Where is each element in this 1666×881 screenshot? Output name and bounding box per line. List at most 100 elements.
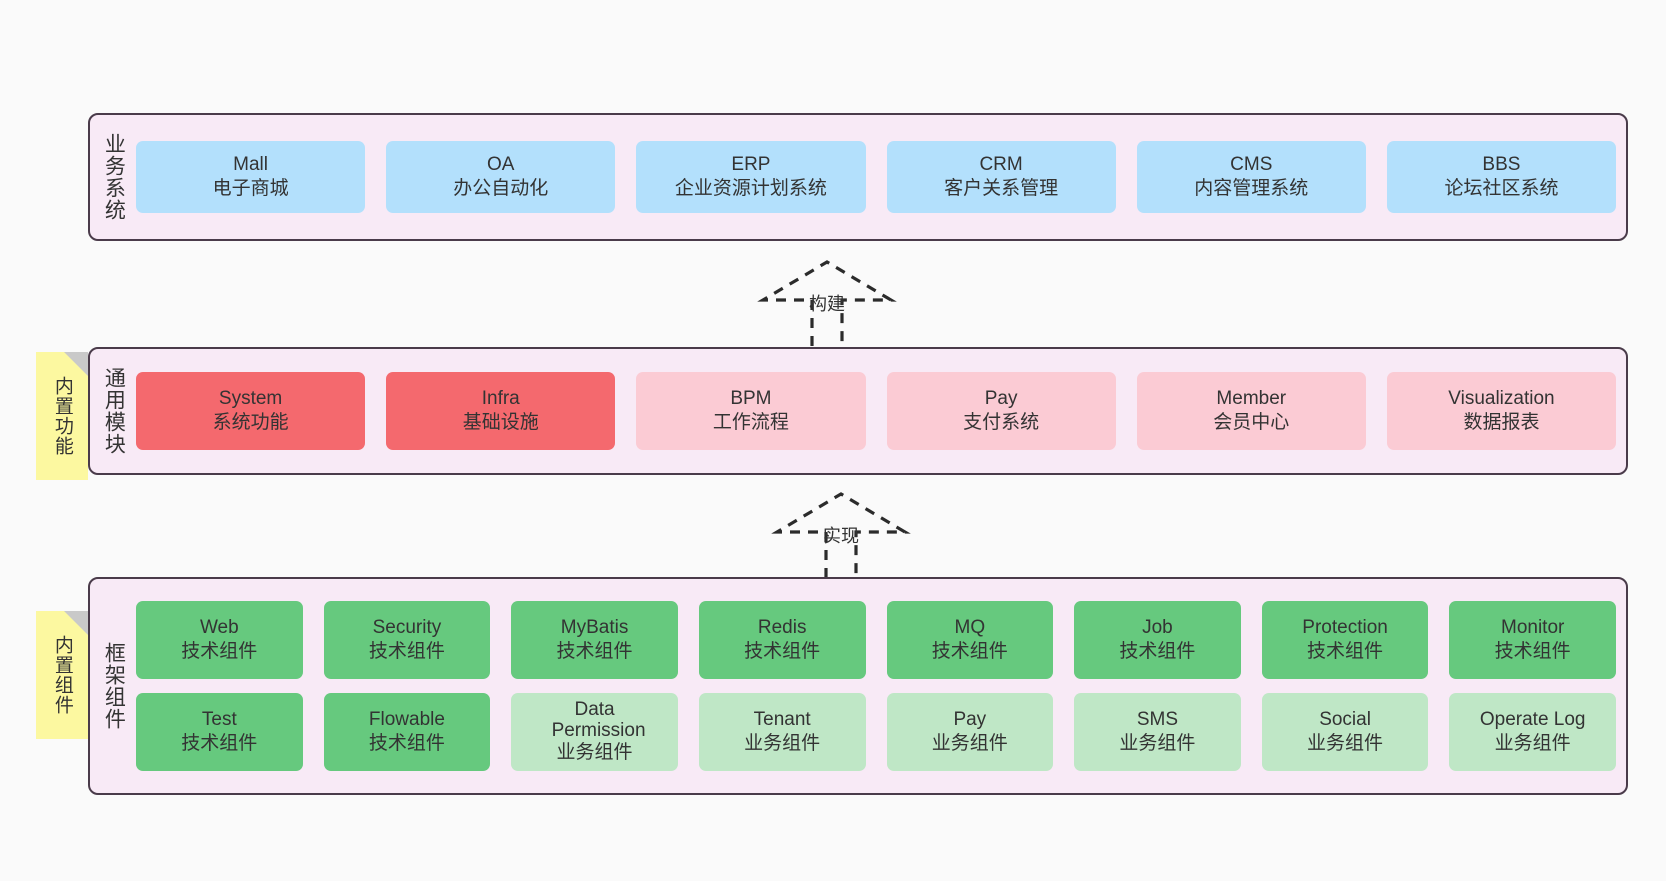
node-subtitle: 业务组件 xyxy=(1307,733,1384,754)
connector-implement: 实现 xyxy=(771,490,911,580)
node-member[interactable]: Member 会员中心 xyxy=(1136,372,1366,450)
node-protection[interactable]: Protection 技术组件 xyxy=(1261,601,1429,679)
node-title: Pay xyxy=(984,387,1018,409)
node-title: SMS xyxy=(1136,708,1179,730)
connector-label: 构建 xyxy=(809,294,845,314)
node-subtitle: 技术组件 xyxy=(556,641,633,662)
node-oa[interactable]: OA 办公自动化 xyxy=(386,141,616,213)
node-title: Redis xyxy=(757,616,807,638)
node-infra[interactable]: Infra 基础设施 xyxy=(386,372,616,450)
layer-body-framework-components: Web 技术组件 Security 技术组件 MyBatis 技术组件 Redi… xyxy=(136,579,1626,793)
node-title: Monitor xyxy=(1501,616,1565,638)
node-title: Social xyxy=(1319,708,1371,730)
note-builtin-components: 内置组件 xyxy=(36,611,88,739)
node-title: MyBatis xyxy=(560,616,629,638)
node-web[interactable]: Web 技术组件 xyxy=(136,601,303,679)
node-sms[interactable]: SMS 业务组件 xyxy=(1074,693,1241,771)
node-title: Job xyxy=(1142,616,1173,638)
node-subtitle: 技术组件 xyxy=(1494,641,1571,662)
node-tenant[interactable]: Tenant 业务组件 xyxy=(698,693,866,771)
node-row: Mall 电子商城 OA 办公自动化 ERP 企业资源计划系统 CRM 客户关系… xyxy=(136,141,1617,213)
node-subtitle: 技术组件 xyxy=(1307,641,1384,662)
node-subtitle: 企业资源计划系统 xyxy=(674,178,827,199)
node-subtitle: 系统功能 xyxy=(212,412,289,433)
node-subtitle: 会员中心 xyxy=(1213,412,1290,433)
node-title: ERP xyxy=(731,153,771,175)
node-operate-log[interactable]: Operate Log 业务组件 xyxy=(1449,693,1616,771)
node-subtitle: 支付系统 xyxy=(963,412,1040,433)
node-subtitle: 业务组件 xyxy=(1494,733,1571,754)
node-title: Web xyxy=(199,616,239,638)
layer-body-business-systems: Mall 电子商城 OA 办公自动化 ERP 企业资源计划系统 CRM 客户关系… xyxy=(136,115,1626,239)
node-job[interactable]: Job 技术组件 xyxy=(1074,601,1241,679)
node-row: System 系统功能 Infra 基础设施 BPM 工作流程 Pay 支付系统… xyxy=(136,372,1617,450)
node-subtitle: 技术组件 xyxy=(181,641,258,662)
layer-framework-components: 框架组件 Web 技术组件 Security 技术组件 MyBatis 技术组件… xyxy=(88,577,1628,795)
node-subtitle: 客户关系管理 xyxy=(944,178,1059,199)
node-title: Protection xyxy=(1302,616,1388,638)
layer-business-systems: 业务系统 Mall 电子商城 OA 办公自动化 ERP 企业资源计划系统 CRM… xyxy=(88,113,1628,241)
node-title: CMS xyxy=(1230,153,1273,175)
node-title: Visualization xyxy=(1448,387,1555,409)
layer-body-common-modules: System 系统功能 Infra 基础设施 BPM 工作流程 Pay 支付系统… xyxy=(136,349,1626,473)
node-mybatis[interactable]: MyBatis 技术组件 xyxy=(511,601,678,679)
node-title: Tenant xyxy=(753,708,811,730)
node-title: BPM xyxy=(730,387,772,409)
node-title: Test xyxy=(201,708,237,730)
node-erp[interactable]: ERP 企业资源计划系统 xyxy=(636,141,866,213)
note-builtin-features: 内置功能 xyxy=(36,352,88,480)
node-subtitle: 技术组件 xyxy=(744,641,821,662)
folded-corner-icon xyxy=(64,611,88,635)
node-cms[interactable]: CMS 内容管理系统 xyxy=(1136,141,1366,213)
note-text: 内置功能 xyxy=(51,376,73,456)
node-subtitle: 工作流程 xyxy=(712,412,789,433)
node-subtitle: 论坛社区系统 xyxy=(1444,178,1559,199)
node-subtitle: 技术组件 xyxy=(931,641,1008,662)
node-security[interactable]: Security 技术组件 xyxy=(323,601,491,679)
node-subtitle: 基础设施 xyxy=(462,412,539,433)
node-subtitle: 办公自动化 xyxy=(453,178,549,199)
node-data-permission[interactable]: Data Permission 业务组件 xyxy=(511,693,678,771)
node-subtitle: 内容管理系统 xyxy=(1194,178,1309,199)
node-title: Infra xyxy=(481,387,520,409)
node-bpm[interactable]: BPM 工作流程 xyxy=(636,372,866,450)
node-pay[interactable]: Pay 支付系统 xyxy=(886,372,1116,450)
node-title: Security xyxy=(372,616,442,638)
node-title: Member xyxy=(1216,387,1287,409)
node-subtitle: 电子商城 xyxy=(212,178,289,199)
node-monitor[interactable]: Monitor 技术组件 xyxy=(1449,601,1616,679)
connector-build: 构建 xyxy=(757,258,897,348)
node-title: Mall xyxy=(233,153,268,175)
node-title: Flowable xyxy=(368,708,445,730)
layer-title-framework-components: 框架组件 xyxy=(102,642,126,730)
node-flowable[interactable]: Flowable 技术组件 xyxy=(323,693,491,771)
layer-title-common-modules: 通用模块 xyxy=(102,367,126,455)
node-bbs[interactable]: BBS 论坛社区系统 xyxy=(1386,141,1617,213)
folded-corner-icon xyxy=(64,352,88,376)
node-visualization[interactable]: Visualization 数据报表 xyxy=(1386,372,1617,450)
node-subtitle: 数据报表 xyxy=(1463,412,1540,433)
node-pay-component[interactable]: Pay 业务组件 xyxy=(886,693,1054,771)
node-subtitle: 业务组件 xyxy=(744,733,821,754)
node-row: Web 技术组件 Security 技术组件 MyBatis 技术组件 Redi… xyxy=(136,601,1616,679)
node-title: MQ xyxy=(954,616,986,638)
node-title: Data Permission xyxy=(551,698,646,741)
node-subtitle: 技术组件 xyxy=(368,733,445,754)
note-text: 内置组件 xyxy=(51,635,73,715)
node-subtitle: 技术组件 xyxy=(368,641,445,662)
node-social[interactable]: Social 业务组件 xyxy=(1261,693,1429,771)
node-system[interactable]: System 系统功能 xyxy=(136,372,366,450)
node-mq[interactable]: MQ 技术组件 xyxy=(886,601,1054,679)
layer-common-modules: 通用模块 System 系统功能 Infra 基础设施 BPM 工作流程 Pay… xyxy=(88,347,1628,475)
node-subtitle: 业务组件 xyxy=(931,733,1008,754)
node-test[interactable]: Test 技术组件 xyxy=(136,693,303,771)
layer-title-business-systems: 业务系统 xyxy=(102,133,126,221)
node-mall[interactable]: Mall 电子商城 xyxy=(136,141,366,213)
node-redis[interactable]: Redis 技术组件 xyxy=(698,601,866,679)
node-title: BBS xyxy=(1482,153,1521,175)
node-row: Test 技术组件 Flowable 技术组件 Data Permission … xyxy=(136,693,1616,771)
node-crm[interactable]: CRM 客户关系管理 xyxy=(886,141,1116,213)
node-subtitle: 技术组件 xyxy=(1119,641,1196,662)
node-subtitle: 业务组件 xyxy=(1119,733,1196,754)
